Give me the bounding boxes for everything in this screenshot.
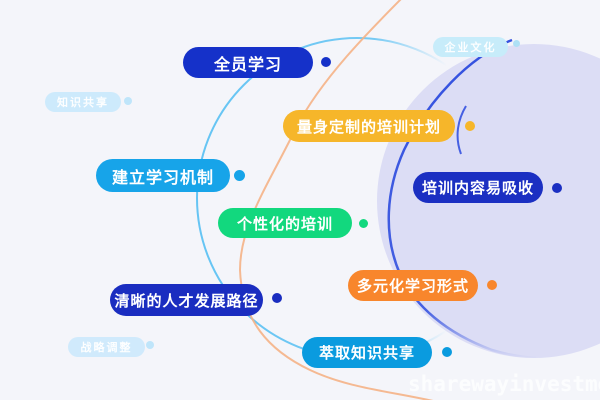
watermark: sharewayinvestment.co [408,372,600,396]
node-easy-absorb-content-dot [552,183,562,193]
node-learning-mechanism-dot [234,170,245,181]
tag-knowledge-sharing: 知识共享 [45,92,121,112]
node-clear-talent-path: 清晰的人才发展路径 [110,284,263,316]
node-knowledge-extraction-sharing-dot [442,347,452,357]
node-learning-mechanism: 建立学习机制 [96,159,230,192]
node-clear-talent-path-dot [272,293,282,303]
tag-strategy-adjustment-dot [146,341,154,349]
tag-knowledge-sharing-dot [124,97,132,105]
node-diverse-learning-forms: 多元化学习形式 [348,270,478,301]
node-all-staff-learning-dot [321,57,331,67]
tag-corporate-culture: 企业文化 [433,37,508,57]
lavender-circle-border [387,38,537,360]
peach-arc [238,0,434,400]
node-diverse-learning-forms-dot [487,280,497,290]
node-knowledge-extraction-sharing: 萃取知识共享 [302,337,432,368]
node-personalized-training-dot [359,219,368,228]
tag-strategy-adjustment: 战略调整 [68,337,145,357]
node-personalized-training: 个性化的培训 [218,208,352,238]
tag-corporate-culture-dot [513,40,520,47]
node-easy-absorb-content: 培训内容易吸收 [413,172,543,203]
node-customized-training-plan: 量身定制的培训计划 [283,110,455,142]
node-customized-training-plan-dot [465,121,475,131]
node-all-staff-learning: 全员学习 [183,47,313,78]
small-blue-arc [456,105,467,155]
